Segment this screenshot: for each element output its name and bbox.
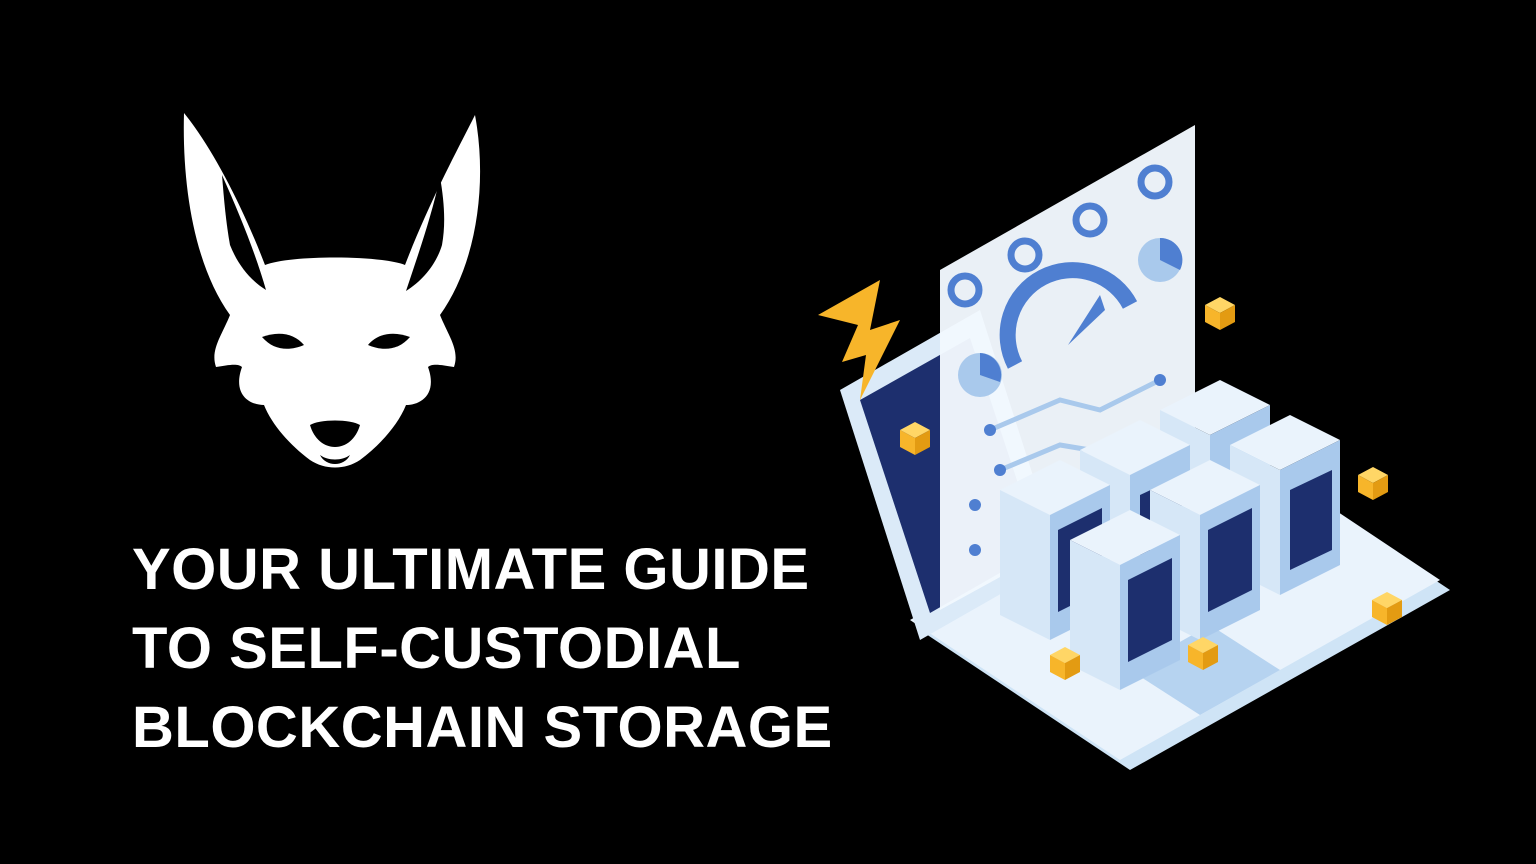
server-laptop-illustration xyxy=(818,125,1450,770)
headline-line-2: TO SELF-CUSTODIAL xyxy=(132,616,741,681)
headline-line-3: BLOCKCHAIN STORAGE xyxy=(132,695,833,760)
headline: YOUR ULTIMATE GUIDE TO SELF-CUSTODIAL BL… xyxy=(132,530,892,767)
headline-line-1: YOUR ULTIMATE GUIDE xyxy=(132,537,810,602)
wolf-head-icon xyxy=(183,113,481,468)
